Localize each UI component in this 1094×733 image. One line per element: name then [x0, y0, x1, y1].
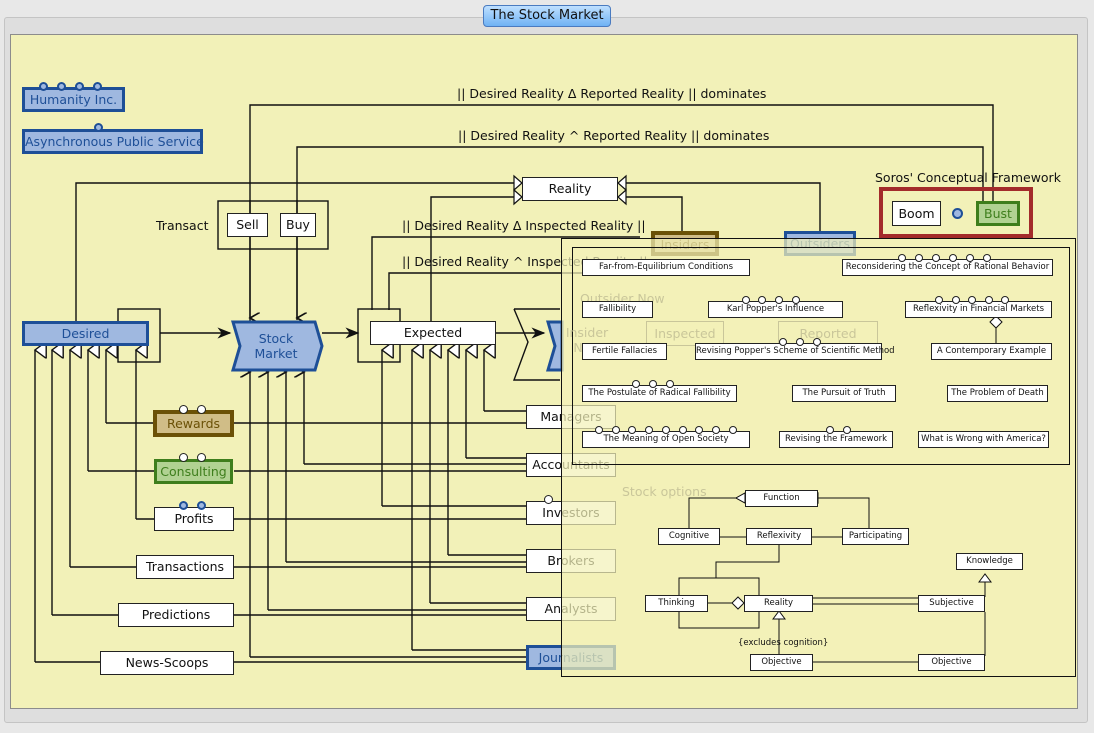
port-icon: [792, 296, 800, 304]
node-bust[interactable]: Bust: [976, 201, 1020, 226]
chapter-item[interactable]: Far-from-Equilibrium Conditions: [582, 259, 750, 276]
node-boom[interactable]: Boom: [892, 201, 941, 226]
port-icon: [779, 338, 787, 346]
port-icon: [662, 426, 670, 434]
port-icon: [197, 405, 206, 414]
stock-options-label: Stock options: [622, 484, 707, 499]
port-icon: [813, 338, 821, 346]
node-sell[interactable]: Sell: [227, 213, 268, 237]
chapter-item[interactable]: Reflexivity in Financial Markets: [905, 301, 1052, 318]
port-icon: [612, 426, 620, 434]
node-transactions[interactable]: Transactions: [136, 555, 234, 579]
port-icon: [179, 405, 188, 414]
chapter-item[interactable]: The Postulate of Radical Fallibility: [582, 385, 737, 402]
port-icon: [595, 426, 603, 434]
port-icon: [179, 501, 188, 510]
chapter-item[interactable]: What is Wrong with America?: [918, 431, 1049, 448]
chapter-item[interactable]: Fallibility: [582, 301, 653, 318]
port-icon: [75, 82, 84, 91]
window-title-tab[interactable]: The Stock Market: [483, 5, 611, 27]
port-icon: [197, 501, 206, 510]
concept-function[interactable]: Function: [745, 490, 818, 507]
port-icon: [1001, 296, 1009, 304]
port-icon: [679, 426, 687, 434]
port-icon: [544, 495, 553, 504]
port-icon: [932, 254, 940, 262]
port-icon: [632, 380, 640, 388]
chapter-item[interactable]: Karl Popper's Influence: [708, 301, 843, 318]
node-rewards[interactable]: Rewards: [153, 410, 234, 437]
node-consulting[interactable]: Consulting: [154, 459, 233, 484]
legend-humanity-inc[interactable]: Humanity Inc.: [22, 87, 125, 112]
port-icon: [826, 426, 834, 434]
chapter-item[interactable]: The Problem of Death: [947, 385, 1048, 402]
node-news-scoops[interactable]: News-Scoops: [100, 651, 234, 675]
concept-subjective[interactable]: Subjective: [918, 595, 985, 612]
excludes-cognition-label: {excludes cognition}: [738, 638, 829, 648]
port-icon: [775, 296, 783, 304]
port-icon: [968, 296, 976, 304]
port-icon: [39, 82, 48, 91]
node-buy[interactable]: Buy: [280, 213, 316, 237]
port-icon: [94, 123, 103, 132]
node-predictions[interactable]: Predictions: [118, 603, 234, 627]
port-icon: [179, 453, 188, 462]
node-stock-market[interactable]: Stock Market: [254, 331, 298, 361]
port-icon: [93, 82, 102, 91]
chapter-item[interactable]: Revising Popper's Scheme of Scientific M…: [695, 343, 895, 360]
chapter-item[interactable]: A Contemporary Example: [931, 343, 1052, 360]
port-icon: [628, 426, 636, 434]
legend-public-service[interactable]: Asynchronous Public Service: [22, 129, 204, 154]
concept-knowledge[interactable]: Knowledge: [956, 553, 1023, 570]
chapters-frame: [572, 247, 1070, 465]
port-icon: [843, 426, 851, 434]
port-icon: [966, 254, 974, 262]
chapter-item[interactable]: Revising the Framework: [779, 431, 893, 448]
chapter-item[interactable]: Reconsidering the Concept of Rational Be…: [842, 259, 1053, 276]
port-icon: [712, 426, 720, 434]
annotation-and-reported: || Desired Reality ^ Reported Reality ||…: [458, 128, 770, 143]
soros-framework-label: Soros' Conceptual Framework: [875, 170, 1061, 185]
concept-cognitive[interactable]: Cognitive: [658, 528, 720, 545]
port-icon: [645, 426, 653, 434]
node-reality[interactable]: Reality: [522, 177, 618, 201]
node-desired[interactable]: Desired: [22, 321, 149, 346]
port-icon: [985, 296, 993, 304]
port-icon: [796, 338, 804, 346]
port-icon: [649, 380, 657, 388]
concept-reality[interactable]: Reality: [744, 595, 813, 612]
port-icon: [57, 82, 66, 91]
annotation-delta-reported: || Desired Reality Δ Reported Reality ||…: [457, 86, 767, 101]
node-expected[interactable]: Expected: [370, 321, 496, 345]
concept-participating[interactable]: Participating: [842, 528, 909, 545]
port-icon: [758, 296, 766, 304]
concept-objective[interactable]: Objective: [750, 654, 813, 671]
port-icon: [742, 296, 750, 304]
concept-reflexivity[interactable]: Reflexivity: [746, 528, 812, 545]
transact-label: Transact: [156, 218, 209, 233]
concept-objective-knowledge[interactable]: Objective: [918, 654, 985, 671]
port-icon: [898, 254, 906, 262]
annotation-delta-inspected: || Desired Reality Δ Inspected Reality |…: [402, 218, 646, 233]
port-icon: [915, 254, 923, 262]
port-icon: [666, 380, 674, 388]
port-icon: [695, 426, 703, 434]
concept-thinking[interactable]: Thinking: [645, 595, 708, 612]
port-icon: [949, 254, 957, 262]
port-icon: [729, 426, 737, 434]
port-icon: [935, 296, 943, 304]
chapter-item[interactable]: Fertile Fallacies: [582, 343, 667, 360]
chapter-item[interactable]: The Pursuit of Truth: [792, 385, 896, 402]
port-icon: [197, 453, 206, 462]
node-inspected[interactable]: Inspected: [646, 321, 724, 346]
port-icon: [952, 208, 963, 219]
port-icon: [952, 296, 960, 304]
node-profits[interactable]: Profits: [154, 507, 234, 531]
port-icon: [983, 254, 991, 262]
